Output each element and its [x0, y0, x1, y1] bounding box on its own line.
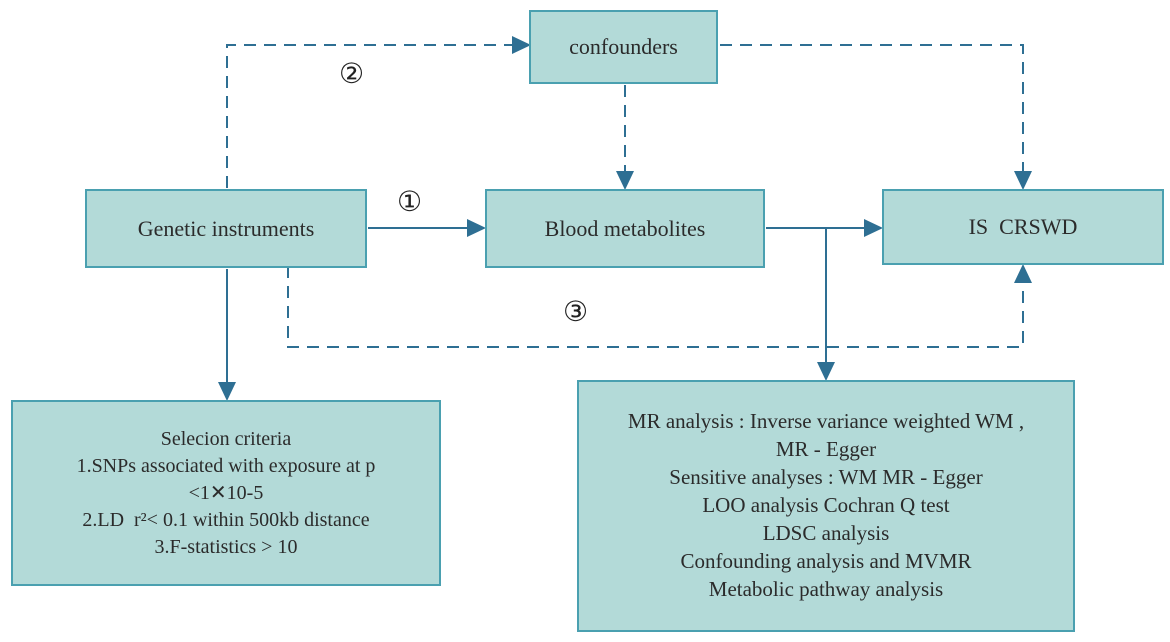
arrowhead-selection [218, 382, 236, 401]
arrowhead-analysis [817, 362, 835, 381]
blood-metabolites-label: Blood metabolites [544, 215, 706, 241]
outcome-label: IS CRSWD [968, 214, 1078, 239]
analysis-line-2: MR - Egger [775, 437, 877, 462]
arrowhead-outcome-bottom [1014, 264, 1032, 283]
selection-line-2: 2.LD r²< 0.1 within 500kb distance [82, 508, 370, 531]
analysis-line-4: LOO analysis Cochran Q test [702, 493, 950, 518]
marker-two: ② [339, 57, 365, 90]
arrow-genetic-to-confounders [226, 44, 527, 188]
arrowhead-blood-top [616, 171, 634, 190]
analysis-line-5: LDSC analysis [762, 520, 890, 545]
arrow-genetic-to-outcome-direct [287, 266, 1024, 348]
selection-line-title: Selecion criteria [160, 427, 292, 450]
analysis-line-7: Metabolic pathway analysis [708, 576, 944, 601]
genetic-instruments-node: Genetic instruments [85, 189, 367, 268]
outcome-node: IS CRSWD [882, 189, 1164, 265]
analysis-line-6: Confounding analysis and MVMR [680, 548, 972, 573]
selection-criteria-node: Selecion criteria 1.SNPs associated with… [11, 400, 441, 586]
arrowhead-outcome-left [864, 219, 883, 237]
arrow-confounders-to-outcome [720, 44, 1024, 186]
genetic-instruments-label: Genetic instruments [137, 215, 315, 241]
blood-metabolites-node: Blood metabolites [485, 189, 765, 268]
analysis-line-3: Sensitive analyses : WM MR - Egger [669, 465, 983, 490]
selection-line-3: 3.F-statistics > 10 [154, 535, 298, 558]
analysis-line-1: MR analysis : Inverse variance weighted … [627, 409, 1025, 434]
confounders-label: confounders [569, 34, 678, 59]
analysis-node: MR analysis : Inverse variance weighted … [577, 380, 1075, 632]
marker-three: ③ [563, 295, 589, 328]
arrowhead-outcome-top [1014, 171, 1032, 190]
selection-line-1: 1.SNPs associated with exposure at p [76, 454, 376, 477]
arrowhead-blood-left [467, 219, 486, 237]
selection-line-1b: <1✕10-5 [188, 481, 264, 504]
confounders-node: confounders [529, 10, 718, 84]
arrowhead-confounders [512, 36, 531, 54]
marker-one: ① [397, 185, 423, 218]
